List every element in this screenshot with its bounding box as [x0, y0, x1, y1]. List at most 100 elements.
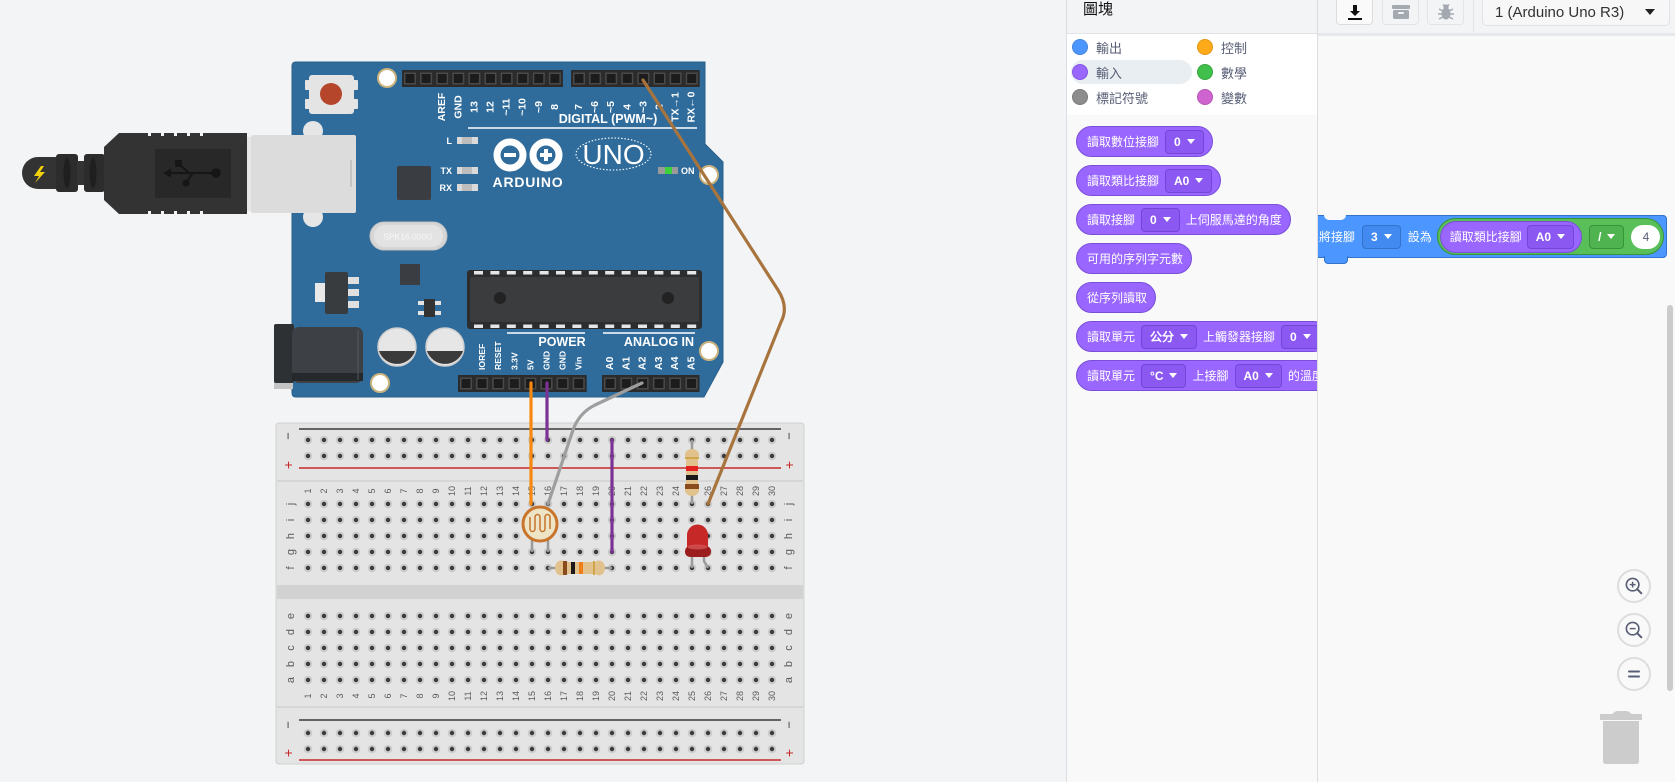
header-pin[interactable] [604, 377, 616, 390]
rail-hole[interactable] [655, 728, 665, 738]
terminal-hole[interactable] [335, 643, 345, 653]
terminal-hole[interactable] [639, 563, 649, 573]
terminal-hole[interactable] [351, 515, 361, 525]
terminal-hole[interactable] [655, 611, 665, 621]
terminal-hole[interactable] [447, 499, 457, 509]
terminal-hole[interactable] [399, 627, 409, 637]
terminal-hole[interactable] [543, 675, 553, 685]
terminal-hole[interactable] [431, 499, 441, 509]
terminal-hole[interactable] [335, 547, 345, 557]
rail-hole[interactable] [591, 435, 601, 445]
header-pin[interactable] [452, 72, 465, 85]
terminal-hole[interactable] [623, 643, 633, 653]
terminal-hole[interactable] [319, 531, 329, 541]
terminal-hole[interactable] [527, 611, 537, 621]
rail-hole[interactable] [511, 451, 521, 461]
terminal-hole[interactable] [351, 563, 361, 573]
terminal-hole[interactable] [415, 675, 425, 685]
terminal-hole[interactable] [751, 627, 761, 637]
rail-hole[interactable] [719, 435, 729, 445]
terminal-hole[interactable] [495, 563, 505, 573]
terminal-hole[interactable] [751, 531, 761, 541]
terminal-hole[interactable] [527, 675, 537, 685]
rail-hole[interactable] [559, 728, 569, 738]
terminal-hole[interactable] [431, 675, 441, 685]
header-pin[interactable] [572, 377, 585, 390]
terminal-hole[interactable] [671, 675, 681, 685]
rail-hole[interactable] [495, 728, 505, 738]
terminal-hole[interactable] [319, 659, 329, 669]
terminal-hole[interactable] [335, 531, 345, 541]
terminal-hole[interactable] [367, 675, 377, 685]
rail-hole[interactable] [351, 435, 361, 445]
terminal-hole[interactable] [751, 643, 761, 653]
rail-hole[interactable] [399, 744, 409, 754]
rail-hole[interactable] [735, 728, 745, 738]
photoresistor[interactable] [521, 505, 559, 552]
terminal-hole[interactable] [719, 643, 729, 653]
terminal-hole[interactable] [559, 515, 569, 525]
rail-hole[interactable] [335, 728, 345, 738]
terminal-hole[interactable] [431, 627, 441, 637]
terminal-hole[interactable] [655, 643, 665, 653]
rail-hole[interactable] [415, 744, 425, 754]
terminal-hole[interactable] [495, 515, 505, 525]
terminal-hole[interactable] [399, 563, 409, 573]
rail-hole[interactable] [447, 744, 457, 754]
rail-hole[interactable] [463, 744, 473, 754]
terminal-hole[interactable] [559, 499, 569, 509]
terminal-hole[interactable] [719, 499, 729, 509]
terminal-hole[interactable] [479, 547, 489, 557]
terminal-hole[interactable] [335, 675, 345, 685]
header-pin[interactable] [589, 72, 602, 85]
terminal-hole[interactable] [719, 547, 729, 557]
rail-hole[interactable] [319, 728, 329, 738]
block-dropdown[interactable]: A0 [1165, 168, 1213, 193]
block-dropdown[interactable]: 0 [1281, 324, 1318, 349]
number-input[interactable]: 4 [1631, 224, 1661, 249]
terminal-hole[interactable] [415, 627, 425, 637]
rail-hole[interactable] [335, 451, 345, 461]
terminal-hole[interactable] [511, 499, 521, 509]
terminal-hole[interactable] [415, 659, 425, 669]
wire-analog-gray[interactable] [546, 381, 644, 506]
terminal-hole[interactable] [447, 563, 457, 573]
terminal-hole[interactable] [751, 611, 761, 621]
terminal-hole[interactable] [639, 675, 649, 685]
rail-hole[interactable] [767, 744, 777, 754]
terminal-hole[interactable] [511, 563, 521, 573]
rail-hole[interactable] [319, 435, 329, 445]
rail-hole[interactable] [639, 435, 649, 445]
terminal-hole[interactable] [495, 643, 505, 653]
rail-hole[interactable] [495, 451, 505, 461]
terminal-hole[interactable] [767, 547, 777, 557]
terminal-hole[interactable] [415, 611, 425, 621]
terminal-hole[interactable] [511, 515, 521, 525]
terminal-hole[interactable] [559, 547, 569, 557]
terminal-hole[interactable] [559, 531, 569, 541]
rail-hole[interactable] [399, 728, 409, 738]
terminal-hole[interactable] [767, 627, 777, 637]
terminal-hole[interactable] [367, 627, 377, 637]
terminal-hole[interactable] [735, 563, 745, 573]
rail-hole[interactable] [335, 744, 345, 754]
terminal-hole[interactable] [303, 563, 313, 573]
terminal-hole[interactable] [303, 515, 313, 525]
terminal-hole[interactable] [431, 563, 441, 573]
rail-hole[interactable] [735, 451, 745, 461]
block-dropdown[interactable]: 0 [1141, 207, 1180, 232]
rail-hole[interactable] [575, 435, 585, 445]
rail-hole[interactable] [415, 451, 425, 461]
terminal-hole[interactable] [447, 643, 457, 653]
terminal-hole[interactable] [383, 627, 393, 637]
terminal-hole[interactable] [751, 659, 761, 669]
rail-hole[interactable] [447, 451, 457, 461]
terminal-hole[interactable] [703, 659, 713, 669]
rail-hole[interactable] [751, 744, 761, 754]
rail-hole[interactable] [767, 435, 777, 445]
terminal-hole[interactable] [591, 547, 601, 557]
rail-hole[interactable] [703, 451, 713, 461]
